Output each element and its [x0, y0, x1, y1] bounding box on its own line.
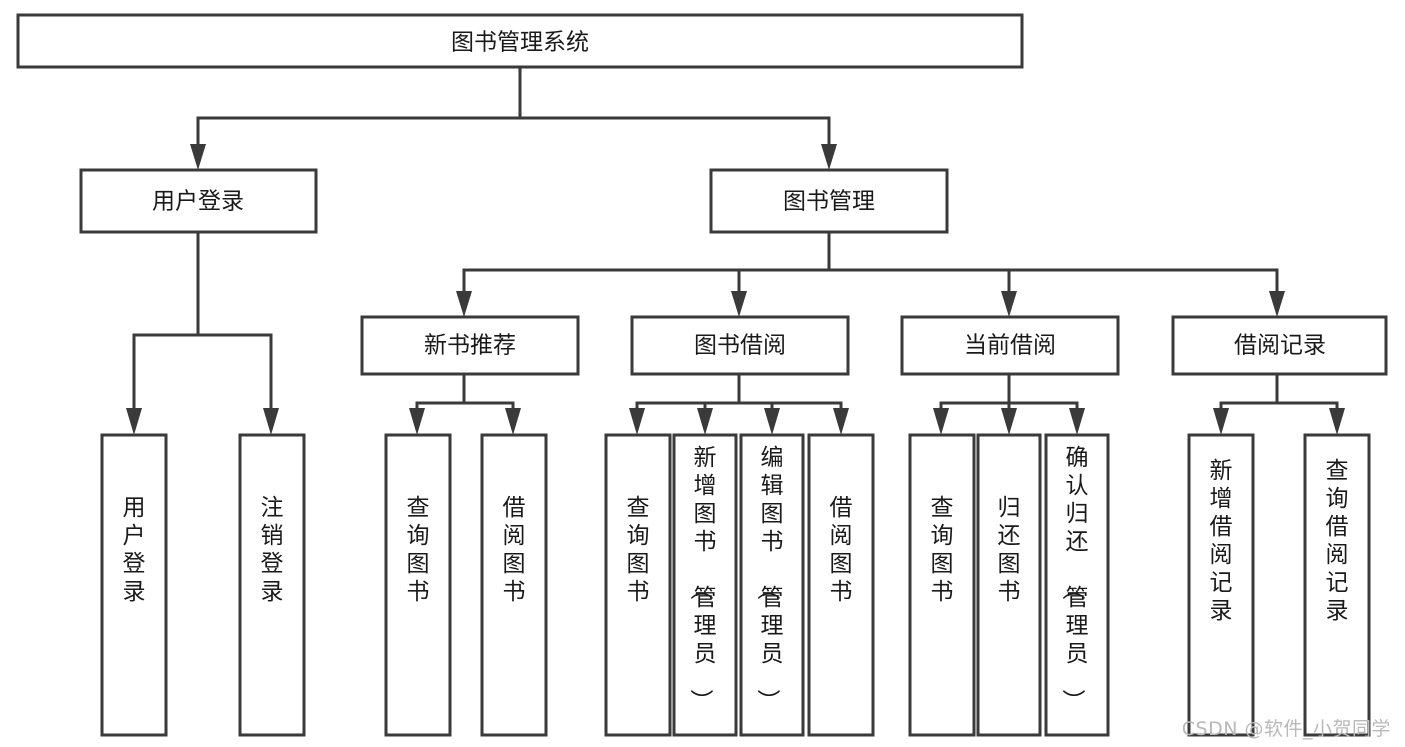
arrow-leaf-query-book-3	[933, 408, 949, 435]
leaf-confirm-return-box[interactable]	[1044, 433, 1110, 737]
leaf-borrow-book-2[interactable]: 借阅图书	[807, 433, 875, 737]
node-new-book-recommend-label: 新书推荐	[424, 333, 516, 359]
node-current-borrow-label: 当前借阅	[964, 333, 1056, 359]
leaf-query-record-box[interactable]	[1303, 433, 1371, 737]
leaf-query-record[interactable]: 查询借阅记录	[1303, 433, 1371, 737]
connector-root-to-level2	[190, 65, 837, 170]
arrow-leaf-edit-book	[764, 408, 780, 435]
arrow-leaf-query-book-1	[409, 408, 425, 435]
node-root-box[interactable]	[16, 13, 1024, 69]
leaf-query-book-1-box[interactable]	[384, 433, 452, 737]
leaf-add-book-label: 新增图书（管理员）	[688, 445, 717, 712]
connector-borrow-record-to-leaves	[1213, 372, 1345, 435]
leaf-user-login-box[interactable]	[100, 433, 168, 737]
leaf-add-record[interactable]: 新增借阅记录	[1187, 433, 1255, 737]
leaf-user-logout[interactable]: 注销登录	[238, 433, 306, 737]
node-new-book-recommend-box[interactable]	[360, 315, 580, 376]
leaf-add-record-box[interactable]	[1187, 433, 1255, 737]
node-borrow-record[interactable]: 借阅记录	[1171, 315, 1388, 376]
leaf-query-book-2[interactable]: 查询图书	[604, 433, 672, 737]
node-user-login-box[interactable]	[79, 168, 318, 234]
leaf-query-record-label: 查询借阅记录	[1326, 458, 1349, 624]
arrow-borrow-record	[1269, 291, 1285, 317]
leaf-query-book-3[interactable]: 查询图书	[908, 433, 976, 737]
arrow-leaf-borrow-book-1	[505, 408, 521, 435]
arrow-leaf-query-record	[1329, 408, 1345, 435]
node-book-borrow-label: 图书借阅	[694, 333, 786, 359]
node-book-management-box[interactable]	[709, 168, 949, 234]
connector-book-borrow-to-leaves	[629, 372, 849, 435]
leaf-add-record-label: 新增借阅记录	[1210, 458, 1233, 624]
node-current-borrow-box[interactable]	[900, 315, 1120, 376]
leaf-borrow-book-1-label: 借阅图书	[503, 495, 526, 605]
node-borrow-record-box[interactable]	[1171, 315, 1388, 376]
leaf-user-login[interactable]: 用户登录	[100, 433, 168, 737]
node-book-borrow-box[interactable]	[630, 315, 850, 376]
leaf-user-logout-label: 注销登录	[261, 495, 284, 605]
leaf-query-book-3-label: 查询图书	[931, 495, 954, 605]
arrow-leaf-confirm-return	[1069, 408, 1085, 435]
node-borrow-record-label: 借阅记录	[1234, 333, 1326, 359]
arrow-leaf-add-record	[1213, 408, 1229, 435]
arrow-leaf-user-logout	[263, 408, 279, 435]
node-root-label: 图书管理系统	[451, 30, 589, 56]
leaf-confirm-return-label: 确认归还（管理员）	[1060, 445, 1089, 712]
leaf-borrow-book-2-box[interactable]	[807, 433, 875, 737]
arrow-leaf-add-book	[697, 408, 713, 435]
leaf-return-book[interactable]: 归还图书	[976, 433, 1042, 737]
connector-new-book-recommend-to-leaves	[409, 372, 521, 435]
leaf-query-book-3-box[interactable]	[908, 433, 976, 737]
connector-current-borrow-to-leaves	[933, 372, 1085, 435]
arrow-book-borrow	[731, 291, 747, 317]
leaf-borrow-book-1[interactable]: 借阅图书	[480, 433, 548, 737]
leaf-borrow-book-1-box[interactable]	[480, 433, 548, 737]
leaf-user-logout-box[interactable]	[238, 433, 306, 737]
csdn-watermark: CSDN @软件_小贺同学	[1181, 718, 1391, 740]
arrow-new-book-recommend	[456, 291, 472, 317]
leaf-return-book-box[interactable]	[976, 433, 1042, 737]
leaf-add-book-box[interactable]	[672, 433, 738, 737]
node-book-management-label: 图书管理	[783, 189, 875, 215]
connector-book-management-to-level3	[456, 230, 1285, 317]
node-root[interactable]: 图书管理系统	[16, 13, 1024, 69]
arrow-book-management	[821, 144, 837, 170]
node-user-login-label: 用户登录	[152, 189, 244, 215]
arrow-leaf-user-login	[126, 408, 142, 435]
node-current-borrow[interactable]: 当前借阅	[900, 315, 1120, 376]
node-new-book-recommend[interactable]: 新书推荐	[360, 315, 580, 376]
leaf-return-book-label: 归还图书	[998, 495, 1021, 605]
arrow-leaf-borrow-book-2	[833, 408, 849, 435]
leaf-query-book-1[interactable]: 查询图书	[384, 433, 452, 737]
arrow-user-login	[190, 144, 206, 170]
leaf-query-book-2-box[interactable]	[604, 433, 672, 737]
node-book-management[interactable]: 图书管理	[709, 168, 949, 234]
leaf-edit-book-label: 编辑图书（管理员）	[755, 445, 784, 712]
arrow-current-borrow	[1001, 291, 1017, 317]
node-book-borrow[interactable]: 图书借阅	[630, 315, 850, 376]
node-user-login[interactable]: 用户登录	[79, 168, 318, 234]
leaf-edit-book[interactable]: 编辑图书（管理员）	[739, 433, 805, 737]
arrow-leaf-return-book	[1001, 408, 1017, 435]
leaf-edit-book-box[interactable]	[739, 433, 805, 737]
leaf-confirm-return[interactable]: 确认归还（管理员）	[1044, 433, 1110, 737]
arrow-leaf-query-book-2	[629, 408, 645, 435]
leaf-query-book-2-label: 查询图书	[627, 495, 650, 605]
connector-user-login-to-leaves	[126, 230, 279, 435]
leaf-user-login-label: 用户登录	[123, 495, 146, 605]
leaf-query-book-1-label: 查询图书	[407, 495, 430, 605]
leaf-add-book[interactable]: 新增图书（管理员）	[672, 433, 738, 737]
leaf-borrow-book-2-label: 借阅图书	[830, 495, 853, 605]
